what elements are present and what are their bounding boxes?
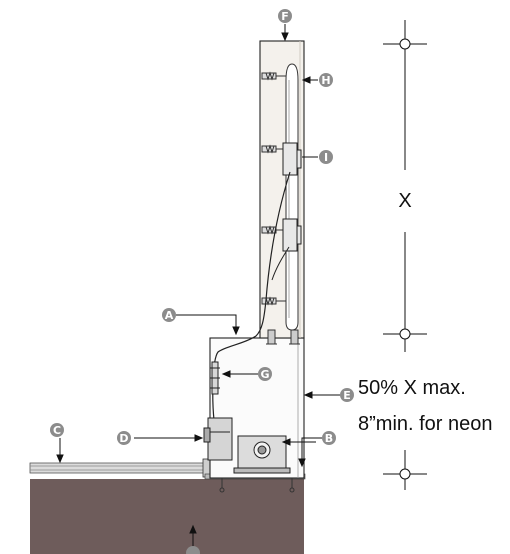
terminal-strip [210, 361, 220, 395]
raceway-height-note-line1: 50% X max. [358, 377, 466, 399]
neon-tube [285, 63, 299, 331]
svg-text:C: C [53, 424, 61, 437]
svg-text:H: H [321, 74, 330, 87]
callout-h: H [319, 73, 333, 87]
callout-g: G [258, 367, 272, 381]
dimension-line [383, 20, 427, 490]
svg-text:B: B [325, 432, 333, 445]
leader-lines [56, 24, 340, 548]
callout-f: F [278, 9, 292, 23]
electrode-housings [282, 142, 302, 252]
callout-d: D [117, 431, 131, 445]
callout-b: B [322, 431, 336, 445]
callout-c: C [50, 423, 64, 437]
dimension-x-label: X [398, 190, 411, 212]
callout-a: A [162, 308, 176, 322]
callout-e: E [340, 388, 354, 402]
conduit [29, 458, 216, 478]
disconnect-switch [203, 417, 233, 461]
callout-i: I [319, 150, 333, 164]
svg-text:D: D [119, 432, 128, 445]
svg-text:F: F [281, 10, 289, 23]
svg-text:E: E [343, 389, 351, 402]
building-wall [30, 479, 304, 554]
svg-text:I: I [324, 151, 328, 164]
transformer [233, 435, 291, 474]
mounting-bolts [266, 329, 300, 345]
callout-j [186, 546, 200, 554]
raceway-height-note-line2: 8”min. for neon [358, 413, 493, 435]
raceway-support-brackets [219, 478, 295, 493]
svg-text:A: A [165, 309, 174, 322]
svg-text:G: G [260, 368, 269, 381]
